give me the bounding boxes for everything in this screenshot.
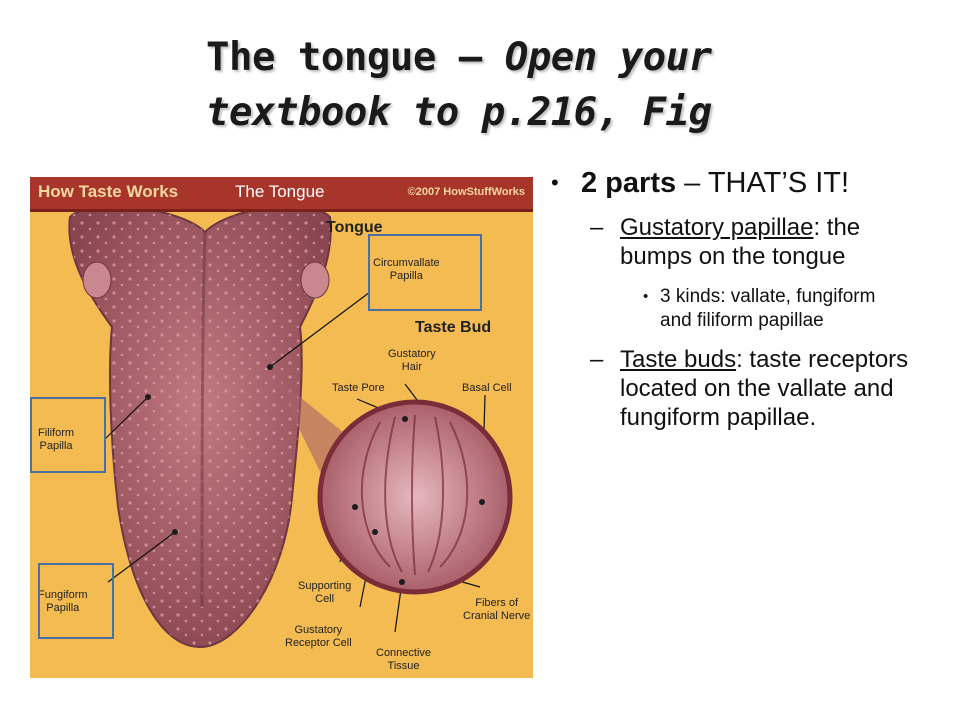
figure-header-subtitle: The Tongue [235, 182, 325, 201]
tongue-illustration [68, 205, 513, 649]
bullet1-rest: – THAT’S IT! [676, 167, 850, 199]
tongue-diagram: How Taste Works The Tongue ©2007 HowStuf… [30, 177, 533, 678]
figure-header: How Taste Works The Tongue ©2007 HowStuf… [30, 177, 533, 212]
label-gustatory-hair: Gustatory Hair [388, 348, 436, 373]
title-line1-b: Open your [504, 35, 712, 80]
sub2-rest: : taste receptors located on the vallate… [620, 346, 909, 431]
title-line1-a: The tongue – [206, 35, 505, 80]
callout-filiform [30, 397, 106, 473]
callout-circumvallate [368, 234, 482, 311]
label-basal-cell: Basal Cell [462, 382, 512, 394]
label-tongue: Tongue [326, 219, 383, 236]
label-taste-bud: Taste Bud [415, 319, 492, 336]
sub2-term: Taste buds [620, 346, 737, 373]
sub1-rest: : the bumps on the tongue [620, 214, 861, 270]
label-circumvallate: Circumvallate Papilla [373, 257, 440, 282]
slide-content: 2 parts – THAT’S IT! –Gustatory papillae… [548, 165, 948, 432]
callout-fungiform [38, 563, 114, 639]
label-taste-pore: Taste Pore [332, 382, 385, 394]
label-gustatory-receptor: Gustatory Receptor Cell [285, 624, 352, 649]
label-fibers: Fibers of Cranial Nerve [463, 597, 531, 622]
title-line2: textbook to p.216, Fig [206, 90, 712, 135]
bullet-gustatory-papillae: –Gustatory papillae: the bumps on the to… [590, 214, 861, 270]
bullet-three-kinds: 3 kinds: vallate, fungiform and filiform… [548, 285, 890, 333]
sub1-term: Gustatory papillae [620, 214, 814, 241]
bullet1-bold: 2 parts [581, 167, 677, 199]
label-connective-tissue: Connective Tissue [376, 647, 432, 672]
figure-header-title: How Taste Works [38, 182, 179, 201]
bullet-taste-buds: –Taste buds: taste receptors located on … [590, 346, 909, 431]
label-filiform: Filiform Papilla [38, 427, 75, 452]
figure-copyright: ©2007 HowStuffWorks [407, 186, 525, 198]
slide-title: The tongue – Open your textbook to p.216,… [206, 30, 946, 140]
label-supporting-cell: Supporting Cell [298, 580, 352, 605]
bullet-two-parts: 2 parts – THAT’S IT! [548, 165, 948, 201]
label-fungiform: Fungiform Papilla [38, 589, 88, 614]
